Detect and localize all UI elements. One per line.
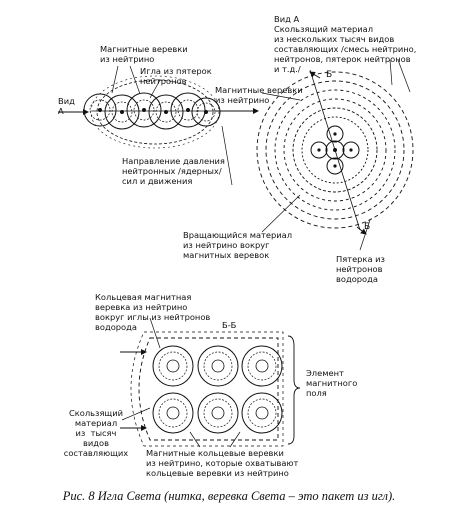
label-pressure-direction: Направление давления нейтронных /ядерных…: [122, 156, 225, 186]
label-sliding-material: Скользящий материал из тысяч видов соста…: [63, 408, 129, 458]
label-section-bb: Б-Б: [222, 320, 237, 330]
section-mark-bottom: Б: [364, 222, 371, 232]
label-view-a-header: Вид А Скользящий материал из нескольких …: [274, 14, 417, 74]
section-mark-top: Б: [326, 70, 333, 80]
section-bb: [121, 317, 301, 448]
label-view-a-arrow: Вид А: [58, 96, 75, 116]
label-neutron-five: Пятерка из нейтронов водорода: [336, 254, 385, 284]
label-rotating-material: Вращающийся материал из нейтрино вокруг …: [183, 230, 293, 260]
figure-caption: Рис. 8 Игла Света (нитка, веревка Света …: [62, 489, 396, 503]
label-magnetic-ropes-right: Магнитные веревки из нейтрино: [215, 85, 303, 105]
needle-side-view: [83, 75, 225, 149]
label-needle: Игла из пятерок нейтронов: [140, 66, 212, 86]
label-magnetic-ropes: Магнитные веревки из нейтрино: [100, 44, 188, 64]
label-ring-ropes-bottom: Магнитные кольцевые веревки из нейтрино,…: [146, 448, 299, 478]
label-ring-rope: Кольцевая магнитная веревка из нейтрино …: [95, 292, 211, 332]
view-a-cross-section: [256, 59, 414, 251]
label-field-element: Элемент магнитного поля: [306, 368, 358, 398]
